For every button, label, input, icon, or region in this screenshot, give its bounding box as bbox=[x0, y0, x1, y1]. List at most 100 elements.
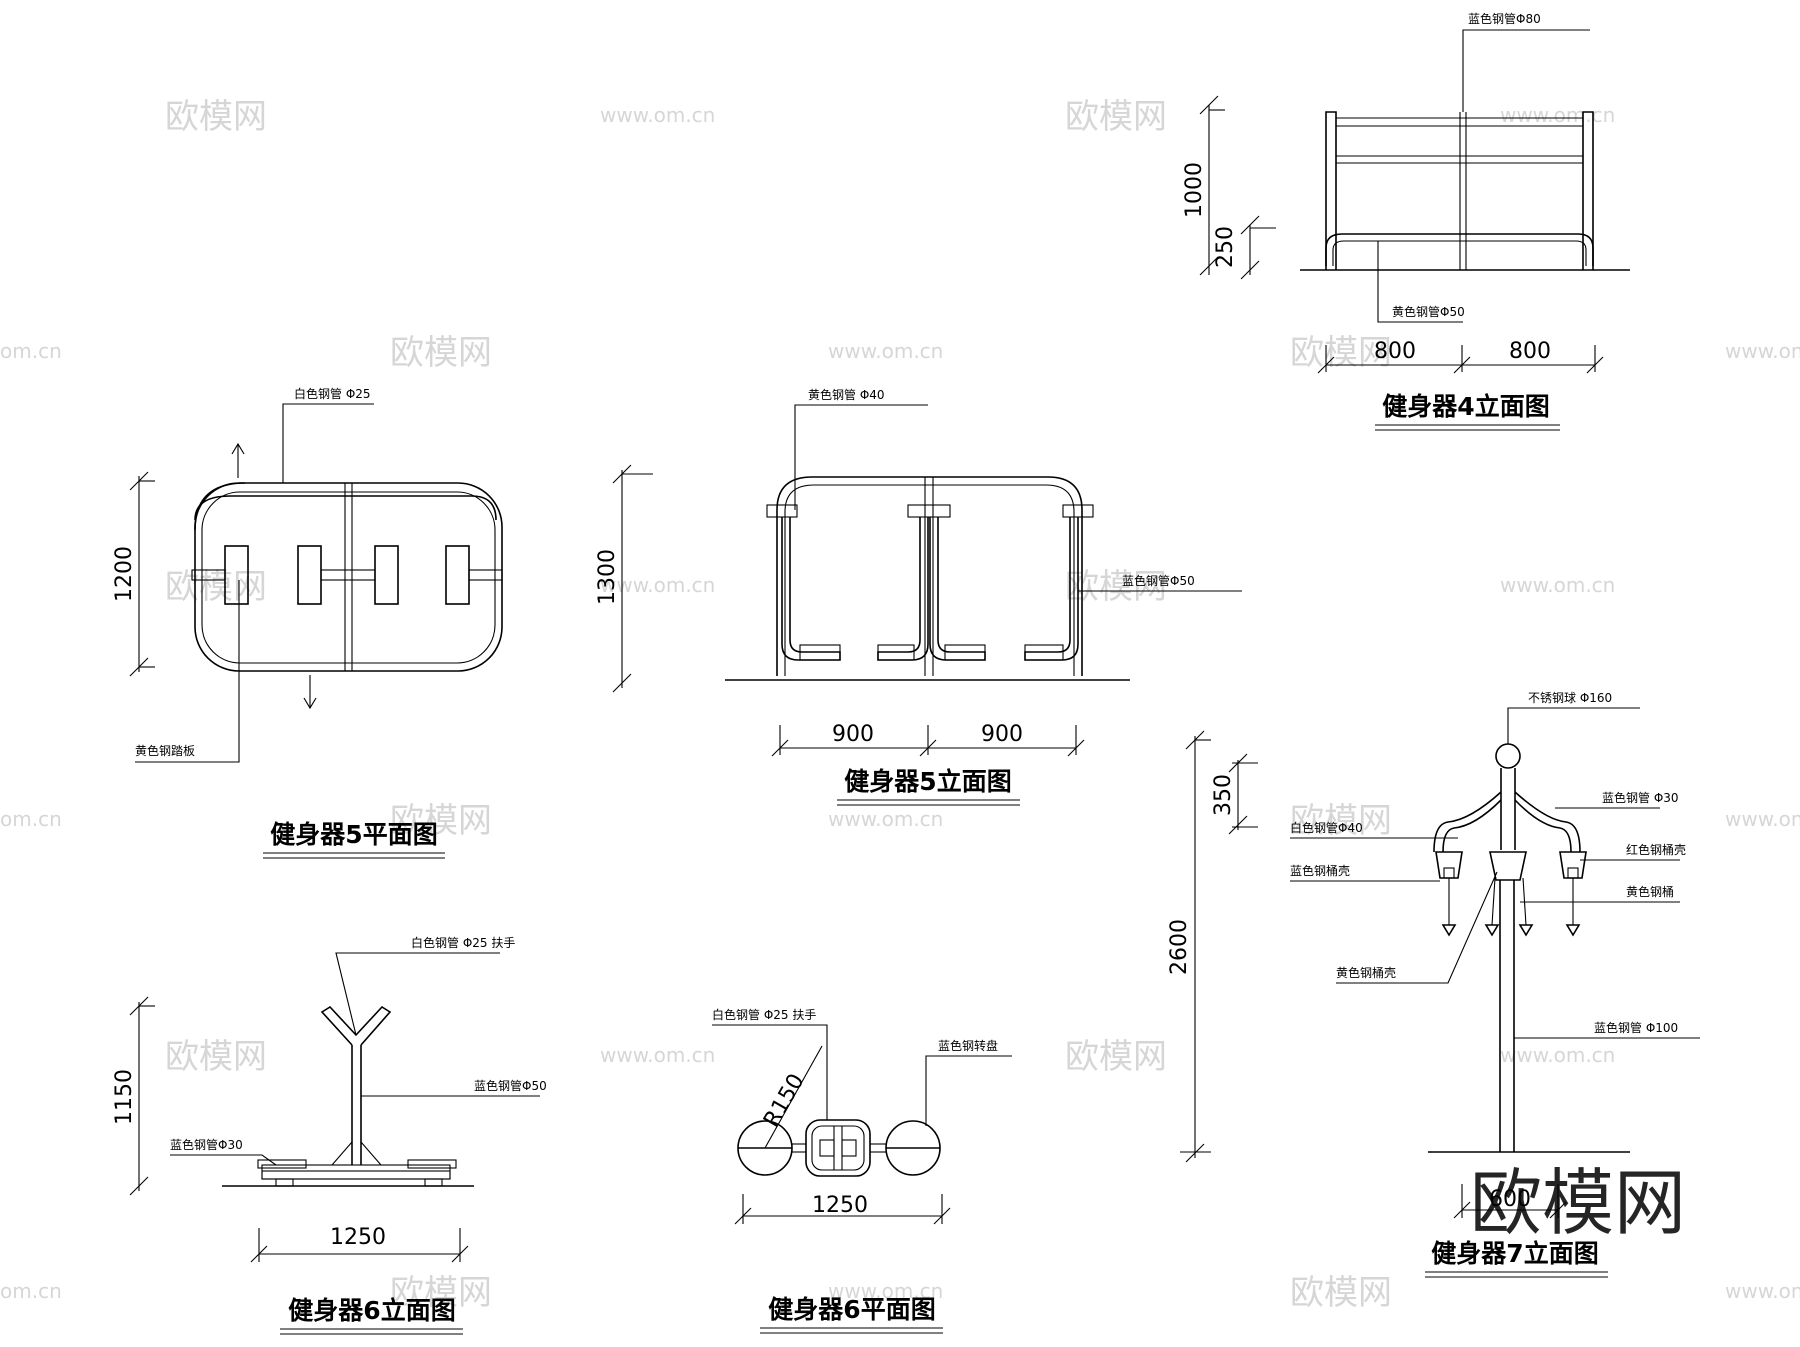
watermark-brand: 欧模网 bbox=[165, 1037, 267, 1077]
dim-width: 1250 bbox=[812, 1193, 868, 1218]
dim-height-total: 1000 bbox=[1182, 162, 1207, 218]
dim-tick bbox=[1067, 739, 1085, 757]
leader-line bbox=[1377, 241, 1463, 323]
dim-width-right: 900 bbox=[981, 722, 1023, 747]
leader-line bbox=[925, 1055, 1012, 1126]
pedal bbox=[877, 644, 915, 661]
dim-tick bbox=[1240, 215, 1260, 235]
lower-bar-inner bbox=[1332, 240, 1587, 266]
base-plate bbox=[261, 1164, 451, 1180]
dim-tick bbox=[1549, 1201, 1567, 1219]
foot-pedal bbox=[374, 545, 399, 605]
right-post bbox=[1582, 111, 1594, 270]
pedal bbox=[944, 644, 986, 661]
watermark-url: www.om.cn bbox=[600, 103, 715, 127]
watermark-url: om.cn bbox=[0, 1279, 62, 1303]
drawing-title: 健身器6平面图 bbox=[768, 1295, 935, 1324]
watermark-url: www.om.cn bbox=[828, 807, 943, 831]
dim-tick bbox=[250, 1245, 268, 1263]
dim-tick bbox=[933, 1207, 951, 1225]
note-right2: 红色钢桶壳 bbox=[1626, 842, 1686, 857]
equipment-4-elevation: 1000 250 800 800 蓝色钢管Φ80 黄色钢管Φ50 健身器4立面图 bbox=[1182, 11, 1630, 431]
dim-width-left: 800 bbox=[1374, 339, 1416, 364]
watermark-url: om.cn bbox=[0, 339, 62, 363]
leader-line bbox=[1507, 707, 1640, 744]
drawing-title: 健身器6立面图 bbox=[288, 1296, 455, 1325]
dim-tick bbox=[1228, 815, 1248, 835]
arm-right bbox=[1514, 799, 1572, 853]
note-left: 蓝色钢管Φ30 bbox=[170, 1137, 243, 1152]
dim-tick bbox=[1586, 356, 1604, 374]
bucket-clip bbox=[1443, 867, 1455, 879]
note-top: 黄色钢管 Φ40 bbox=[808, 387, 885, 402]
handle-frame-inner bbox=[811, 1125, 865, 1171]
note-top: 白色钢管 Φ25 扶手 bbox=[411, 935, 515, 950]
pedal bbox=[407, 1159, 457, 1169]
watermark-url: om.cn bbox=[0, 807, 62, 831]
dim-height-top: 350 bbox=[1211, 774, 1236, 816]
radius-line bbox=[764, 1045, 823, 1149]
leader-line bbox=[1336, 871, 1498, 984]
watermark-brand: 欧模网 bbox=[1290, 1273, 1392, 1313]
swing-leg bbox=[781, 517, 841, 661]
dim-tick bbox=[771, 739, 789, 757]
dim-height-total: 2600 bbox=[1167, 919, 1192, 975]
watermark-brand: 欧模网 bbox=[165, 97, 267, 137]
equipment-7-elevation: 2600 350 600 不锈钢球 Φ160 蓝色钢管 Φ30 白色钢管Φ40 … bbox=[1167, 691, 1700, 1278]
dim-tick bbox=[919, 739, 937, 757]
note-left2: 蓝色钢桶壳 bbox=[1290, 863, 1350, 878]
watermark-url: www.om.cn bbox=[828, 1279, 943, 1303]
arm-right bbox=[1514, 791, 1581, 853]
equipment-5-elevation: 1300 900 900 黄色钢管 Φ40 蓝色钢管Φ50 健身器5立面图 bbox=[595, 387, 1242, 806]
dim-width-right: 800 bbox=[1509, 339, 1551, 364]
brace bbox=[331, 1141, 353, 1166]
watermark-url: www.om.cn bbox=[1725, 807, 1800, 831]
note-top: 白色钢管 Φ25 bbox=[294, 386, 371, 401]
leader-line bbox=[135, 580, 240, 763]
watermark-url: www.om.cn bbox=[600, 1043, 715, 1067]
watermark-brand: 欧模网 bbox=[390, 1273, 492, 1313]
note-right: 蓝色钢管Φ50 bbox=[474, 1078, 547, 1093]
sleeve bbox=[907, 504, 951, 518]
chain bbox=[1491, 877, 1496, 926]
dim-tick bbox=[1199, 256, 1219, 276]
watermark-url: www.om.cn bbox=[1725, 339, 1800, 363]
dim-tick bbox=[1453, 356, 1471, 374]
watermark-brand: 欧模网 bbox=[390, 801, 492, 841]
arrow-up-icon bbox=[231, 442, 245, 455]
drawing-title: 健身器4立面图 bbox=[1382, 392, 1549, 421]
dim-tick bbox=[451, 1245, 469, 1263]
watermarks: 欧模网 www.om.cn 欧模网 www.om.cn om.cn 欧模网 ww… bbox=[0, 97, 1800, 1313]
note-left: 白色钢管 Φ25 扶手 bbox=[712, 1007, 816, 1022]
watermark-brand: 欧模网 bbox=[1065, 1037, 1167, 1077]
watermark-logo: 欧模网 bbox=[1470, 1161, 1686, 1245]
dim-radius: R150 bbox=[759, 1070, 809, 1132]
dim-height: 1300 bbox=[595, 549, 620, 605]
equipment-6-plan: R150 1250 白色钢管 Φ25 扶手 蓝色钢转盘 健身器6平面图 bbox=[712, 1007, 1012, 1334]
note-top: 蓝色钢管Φ80 bbox=[1468, 11, 1541, 26]
axle bbox=[468, 569, 503, 581]
swing-leg bbox=[929, 517, 986, 661]
watermark-brand: 欧模网 bbox=[1065, 97, 1167, 137]
note-bottom: 黄色钢踏板 bbox=[135, 744, 195, 758]
brace bbox=[360, 1141, 382, 1166]
dim-height-low: 250 bbox=[1213, 226, 1238, 268]
watermark-brand: 欧模网 bbox=[1290, 333, 1392, 373]
inner-frame bbox=[784, 484, 1075, 676]
dim-tick bbox=[1240, 260, 1260, 280]
dim-tick bbox=[612, 673, 632, 693]
equipment-5-plan: 1200 白色钢管 Φ25 黄色钢踏板 健身器5平面图 bbox=[112, 386, 503, 859]
dim-height: 1150 bbox=[112, 1069, 137, 1125]
y-handle bbox=[320, 1005, 392, 1046]
arrow-down-icon bbox=[303, 697, 317, 710]
note-left1: 白色钢管Φ40 bbox=[1290, 820, 1363, 835]
leader-line bbox=[335, 952, 500, 1036]
note-bottom: 黄色钢管Φ50 bbox=[1392, 304, 1465, 319]
dim-tick bbox=[1185, 1143, 1205, 1163]
pedal bbox=[799, 644, 841, 661]
frame-corner bbox=[194, 482, 246, 531]
watermark-brand: 欧模网 bbox=[165, 567, 267, 607]
axle bbox=[191, 569, 226, 581]
note-right: 蓝色钢转盘 bbox=[938, 1038, 998, 1053]
